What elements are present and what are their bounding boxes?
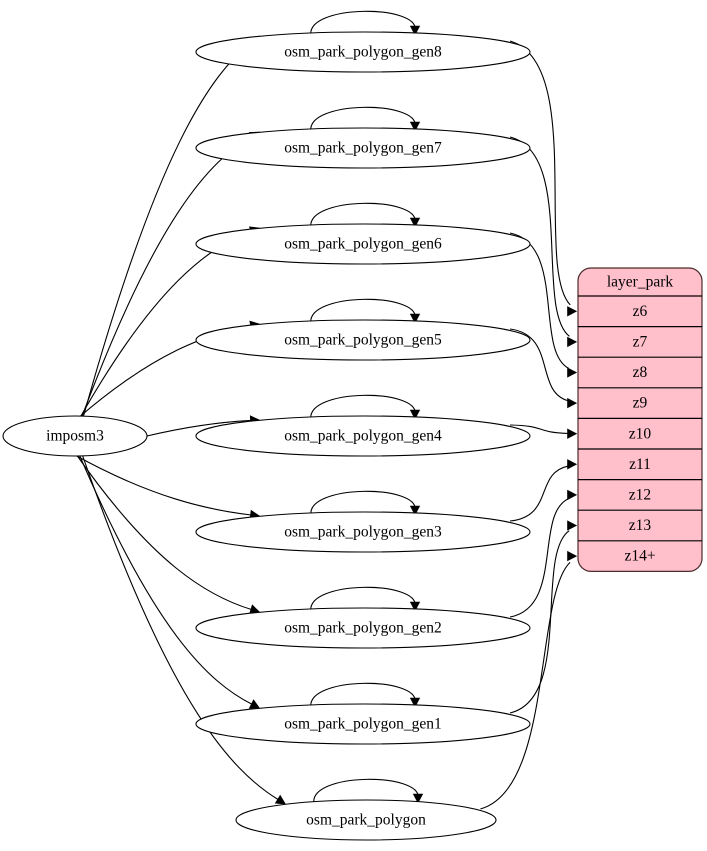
edge-imposm3-to-gen6 (79, 230, 252, 419)
node-gen5-label: osm_park_polygon_gen5 (284, 332, 442, 349)
edge-gen4-to-z10 (509, 424, 568, 434)
node-gen2-label: osm_park_polygon_gen2 (284, 620, 442, 637)
self-loop-gen8 (310, 10, 416, 37)
edge-arrowhead (567, 428, 578, 439)
table-row-z10[interactable]: z10 (629, 425, 652, 442)
table-layer-park[interactable]: layer_park z6 z7 z8 z9 z10 z11 z12 z13 z14+ (577, 267, 703, 572)
table-row-z7[interactable]: z7 (633, 333, 648, 350)
edge-arrowhead (409, 25, 421, 36)
table-row-z14plus[interactable]: z14+ (624, 548, 655, 565)
edge-gen3-to-z11 (509, 465, 568, 522)
edge-gen6-to-z8 (509, 232, 569, 369)
self-loop-gen2 (310, 586, 416, 613)
edge-arrowhead (412, 793, 424, 804)
node-base-label: osm_park_polygon (306, 812, 426, 829)
node-gen6[interactable] (195, 223, 531, 265)
edge-base-to-z14plus (480, 561, 571, 810)
edge-arrowhead (248, 699, 261, 709)
self-loop-gen1 (310, 682, 416, 709)
edge-arrowhead (409, 697, 421, 708)
node-gen7[interactable] (195, 127, 531, 169)
edge-imposm3-to-base (81, 453, 279, 801)
node-gen2[interactable] (195, 607, 531, 649)
edge-arrowhead (567, 550, 578, 562)
edge-arrowhead (409, 505, 421, 516)
node-imposm3-label: imposm3 (46, 428, 104, 445)
node-gen5[interactable] (195, 319, 531, 361)
node-gen6-label: osm_park_polygon_gen6 (284, 236, 442, 253)
edge-arrowhead (567, 336, 578, 348)
edge-arrowhead (567, 520, 578, 531)
table-body (577, 267, 703, 572)
edge-arrowhead (567, 306, 578, 317)
edge-arrowhead (567, 489, 578, 501)
self-loop-gen7 (310, 106, 416, 133)
table-header-label: layer_park (607, 274, 674, 291)
self-loop-base (313, 778, 419, 805)
node-gen3[interactable] (195, 511, 531, 553)
edge-arrowhead (567, 397, 578, 409)
node-imposm3[interactable] (2, 415, 148, 457)
edge-imposm3-to-gen7 (80, 135, 253, 419)
edge-arrowhead (409, 601, 421, 612)
node-gen1[interactable] (195, 703, 531, 745)
edge-arrowhead (409, 313, 421, 324)
table-row-z9[interactable]: z9 (633, 395, 648, 412)
edge-gen8-to-z6 (509, 40, 571, 306)
edge-imposm3-to-gen1 (78, 453, 253, 705)
node-gen8-label: osm_park_polygon_gen8 (284, 44, 442, 61)
node-gen3-label: osm_park_polygon_gen3 (284, 524, 442, 541)
table-row-z8[interactable]: z8 (633, 364, 648, 381)
node-gen4[interactable] (195, 415, 531, 457)
self-loop-gen3 (310, 490, 416, 517)
edge-arrowhead (409, 121, 421, 132)
table-row-z11[interactable]: z11 (629, 456, 651, 473)
table-row-z13[interactable]: z13 (629, 517, 652, 534)
edge-imposm3-to-gen2 (75, 453, 252, 611)
edge-gen1-to-z13 (509, 530, 570, 714)
edge-arrowhead (274, 794, 286, 805)
self-loop-gen4 (310, 394, 416, 421)
table-row-z6[interactable]: z6 (633, 303, 648, 320)
edge-imposm3-to-gen3 (72, 453, 252, 516)
edge-gen5-to-z9 (509, 328, 568, 402)
self-loop-gen6 (310, 202, 416, 229)
node-base[interactable] (235, 799, 497, 841)
edge-arrowhead (409, 409, 421, 420)
edge-arrowhead (567, 367, 578, 378)
node-gen4-label: osm_park_polygon_gen4 (284, 428, 442, 445)
edge-imposm3-to-gen4 (146, 419, 252, 437)
table-row-z12[interactable]: z12 (629, 486, 651, 503)
edge-arrowhead (409, 217, 421, 228)
node-gen8[interactable] (195, 31, 531, 73)
node-gen1-label: osm_park_polygon_gen1 (284, 716, 442, 733)
node-gen7-label: osm_park_polygon_gen7 (284, 140, 442, 157)
edge-arrowhead (567, 459, 578, 470)
self-loop-gen5 (310, 298, 416, 325)
edge-gen2-to-z12 (509, 498, 569, 618)
